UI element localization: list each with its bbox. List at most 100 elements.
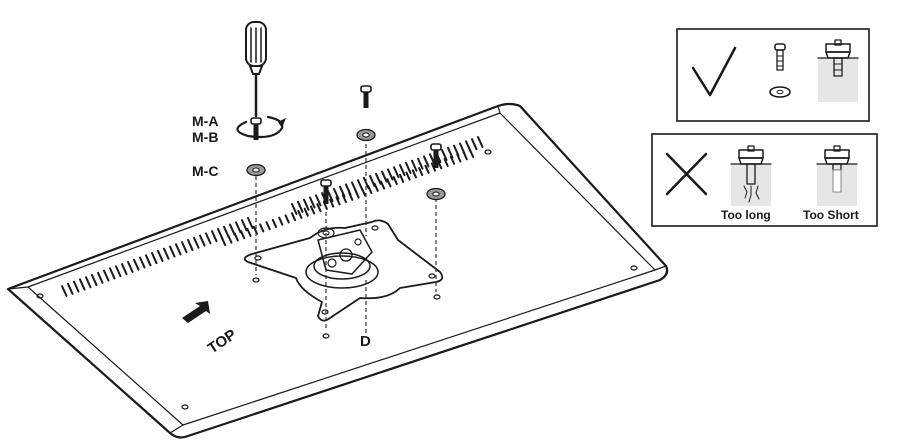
vent-slot [360, 187, 367, 197]
vent-slot [315, 194, 322, 207]
vent-slot [417, 157, 424, 170]
vent-slot [447, 146, 454, 159]
vent-slot [373, 182, 379, 192]
screw-shaft [433, 150, 439, 168]
vent-slot [341, 194, 347, 204]
vent-slot [462, 151, 468, 161]
vent-slot [379, 180, 386, 190]
vent-slot [151, 252, 158, 265]
vent-slot [405, 161, 412, 174]
mount-bracket [243, 219, 444, 322]
base-plate [6, 102, 669, 439]
vent-slot [387, 168, 394, 181]
vent-slot [469, 149, 475, 158]
vent-slot [375, 172, 382, 185]
vent-slot [477, 136, 484, 148]
cross-mark-icon [665, 152, 708, 196]
vent-slot [229, 223, 236, 236]
vent-slot [73, 280, 80, 293]
vent-slot [115, 265, 122, 278]
vent-slot [259, 223, 265, 233]
vent-slot [354, 189, 360, 199]
vent-slot [241, 219, 248, 232]
vent-slot [193, 236, 200, 249]
vent-slot [381, 170, 388, 183]
vent-slot [399, 164, 406, 177]
vent-slots [61, 136, 484, 297]
vent-slot [418, 167, 424, 177]
vent-slot [271, 218, 278, 228]
vent-slot [424, 164, 430, 174]
vent-slot [392, 176, 398, 186]
vent-slot [121, 263, 128, 276]
vent-slot [348, 191, 354, 201]
washer-hole [362, 132, 370, 138]
vent-slot [240, 230, 246, 240]
vent-slot [291, 203, 298, 215]
vent-slot [91, 274, 98, 287]
label-d: D [360, 333, 371, 350]
vent-slot [333, 187, 340, 200]
vent-slot [79, 278, 86, 291]
vent-slot [309, 196, 316, 209]
washer-hole [252, 167, 260, 173]
vent-slot [127, 260, 134, 273]
vent-slot [163, 247, 170, 260]
vent-slot [423, 155, 430, 168]
vent-slot [139, 256, 146, 269]
vent-slot [145, 254, 152, 267]
vent-slot [103, 269, 110, 282]
vent-slot [97, 271, 104, 284]
vent-slot [284, 214, 290, 224]
check-mark-icon [691, 46, 737, 97]
vent-slot [303, 198, 310, 211]
incorrect-example-box: Too long Too Short [651, 133, 878, 227]
label-m-b: M-B [192, 129, 218, 145]
label-m-c: M-C [192, 163, 218, 179]
washer-hole [432, 191, 440, 197]
vent-slot [449, 155, 456, 165]
vent-slot [303, 207, 309, 217]
vent-slot [233, 232, 239, 242]
vent-slot [335, 196, 341, 206]
vent-slot [441, 148, 448, 161]
vent-slot [246, 227, 252, 237]
vent-slot [393, 166, 400, 179]
vent-slot [247, 217, 254, 229]
vent-slot [327, 190, 334, 203]
vent-slot [367, 185, 373, 195]
vent-slot [235, 221, 242, 234]
vent-slot [133, 258, 140, 271]
vent-slot [181, 241, 188, 254]
screw-head [320, 179, 332, 187]
screw-shaft [323, 186, 329, 204]
vent-slot [199, 234, 206, 247]
correct-example-box [676, 28, 870, 122]
vent-slot [175, 243, 182, 256]
vent-slot [211, 230, 218, 243]
vent-slot [67, 282, 74, 295]
label-too-short: Too Short [803, 208, 859, 222]
screw-head [360, 85, 372, 93]
vent-slot [109, 267, 116, 280]
label-too-long: Too long [721, 208, 771, 222]
vent-slot [221, 237, 227, 246]
label-top: TOP [205, 326, 240, 357]
screw-shaft [253, 124, 259, 140]
vent-slot [297, 209, 303, 219]
vent-slot [471, 138, 478, 151]
screws-group [246, 85, 446, 204]
screw-head [430, 143, 442, 151]
vent-slot [290, 212, 297, 222]
vent-slot [405, 171, 411, 181]
up-arrow-icon [182, 301, 210, 323]
vent-slot [411, 169, 417, 179]
vent-slot [157, 249, 164, 262]
vent-slot [310, 205, 316, 215]
vent-slot [205, 232, 212, 245]
vent-slot [430, 162, 436, 172]
vent-slot [399, 173, 405, 183]
label-m-a: M-A [192, 113, 218, 129]
vent-slot [187, 238, 194, 251]
